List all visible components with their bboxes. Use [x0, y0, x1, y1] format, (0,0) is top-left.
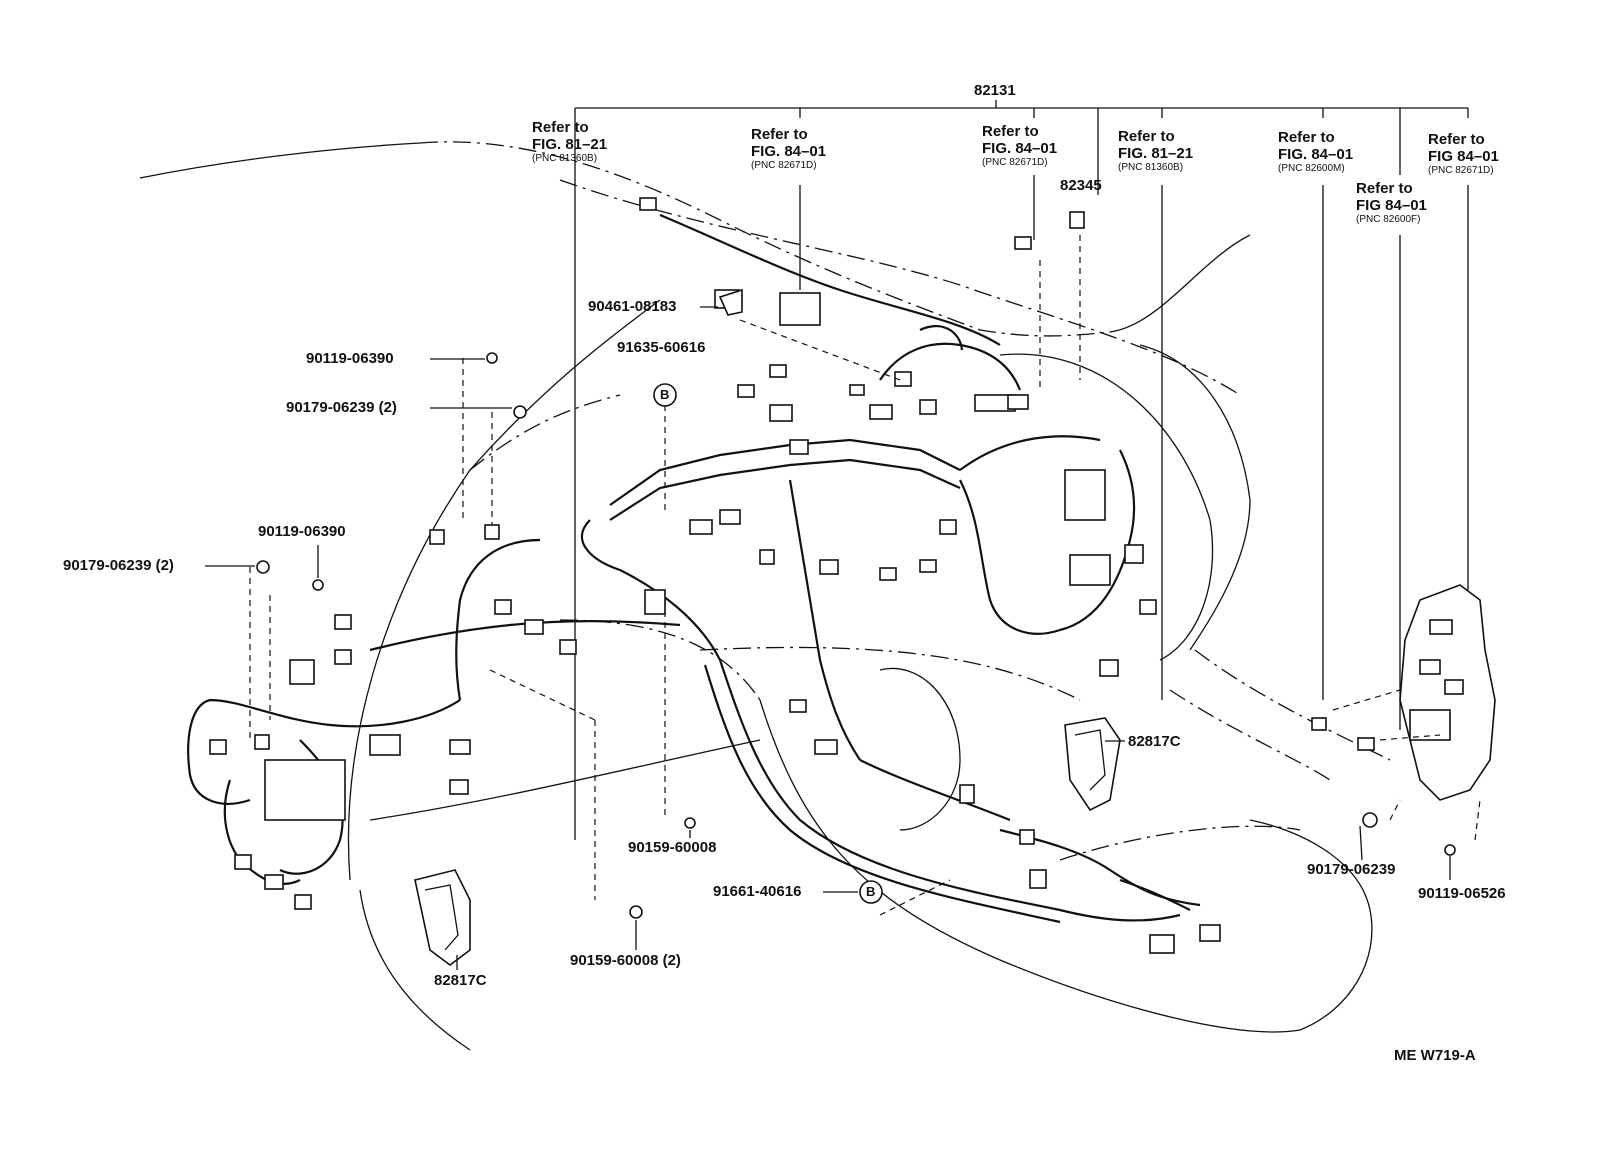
- part-label-90179-06239-2-lower: 90179-06239 (2): [63, 557, 174, 574]
- body-outline: [139, 141, 1391, 1051]
- protector-pads: [414, 717, 1121, 966]
- part-label-90179-06239-2-upper: 90179-06239 (2): [286, 399, 397, 416]
- callout-b-lower: B: [866, 884, 876, 899]
- part-label-90119-06390-upper: 90119-06390: [306, 350, 394, 367]
- part-label-82345: 82345: [1060, 177, 1102, 194]
- part-label-90461-08183: 90461-08183: [588, 298, 677, 315]
- reference-7: Refer to FIG 84–01 (PNC 82671D): [1428, 131, 1499, 176]
- reference-5: Refer to FIG. 84–01 (PNC 82600M): [1278, 129, 1354, 174]
- part-label-90159-60008: 90159-60008: [628, 839, 717, 856]
- dashed-guides: [249, 235, 1481, 916]
- fasteners: [256, 288, 1456, 919]
- reference-leaders: [799, 175, 1469, 730]
- part-label-90179-06239: 90179-06239: [1307, 861, 1396, 878]
- callout-circles: [653, 383, 883, 904]
- label-leaders: [205, 306, 1451, 970]
- top-part-bracket: [574, 100, 1469, 840]
- part-label-91661-40616: 91661-40616: [713, 883, 802, 900]
- part-label-90119-06526: 90119-06526: [1418, 885, 1506, 902]
- part-label-90119-06390-lower: 90119-06390: [258, 523, 346, 540]
- reference-4: Refer to FIG. 81–21 (PNC 81360B): [1118, 128, 1194, 173]
- part-label-91635-60616: 91635-60616: [617, 339, 706, 356]
- reference-3: Refer to FIG. 84–01 (PNC 82671D): [982, 123, 1058, 168]
- top-part-number: 82131: [974, 82, 1016, 99]
- reference-6: Refer to FIG 84–01 (PNC 82600F): [1356, 180, 1427, 225]
- reference-2: Refer to FIG. 84–01 (PNC 82671D): [751, 126, 827, 171]
- part-label-82817c-left: 82817C: [434, 972, 487, 989]
- diagram-code: ME W719-A: [1394, 1047, 1476, 1064]
- junction-block: [1399, 584, 1496, 801]
- callout-b-upper: B: [660, 387, 670, 402]
- reference-1: Refer to FIG. 81–21 (PNC 81360B): [532, 119, 608, 164]
- connectors: [209, 197, 1221, 954]
- part-label-82817c-right: 82817C: [1128, 733, 1181, 750]
- part-label-90159-60008-2: 90159-60008 (2): [570, 952, 681, 969]
